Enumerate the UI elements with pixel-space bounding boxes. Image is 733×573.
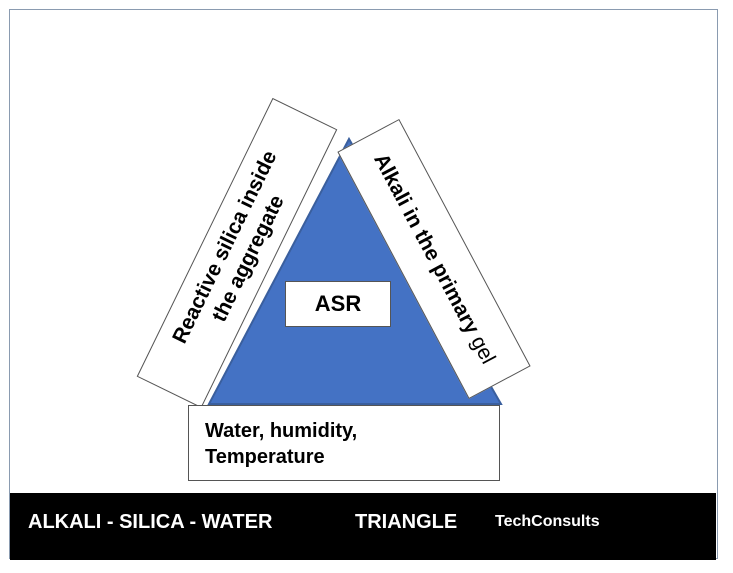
right-label-normal: gel bbox=[466, 332, 500, 368]
bottom-label-line2: Temperature bbox=[205, 446, 325, 468]
footer-brand: TechConsults bbox=[495, 513, 600, 530]
asr-label-box: ASR bbox=[285, 281, 391, 327]
footer-banner: ALKALI - SILICA - WATER TRIANGLE TechCon… bbox=[10, 493, 716, 560]
asr-label: ASR bbox=[314, 291, 362, 316]
bottom-side-label-box: Water, humidity, Temperature bbox=[188, 405, 500, 481]
footer-title-part2: TRIANGLE bbox=[355, 511, 458, 533]
footer-title-part1: ALKALI - SILICA - WATER bbox=[28, 511, 273, 533]
bottom-label-line1: Water, humidity, bbox=[205, 420, 358, 442]
